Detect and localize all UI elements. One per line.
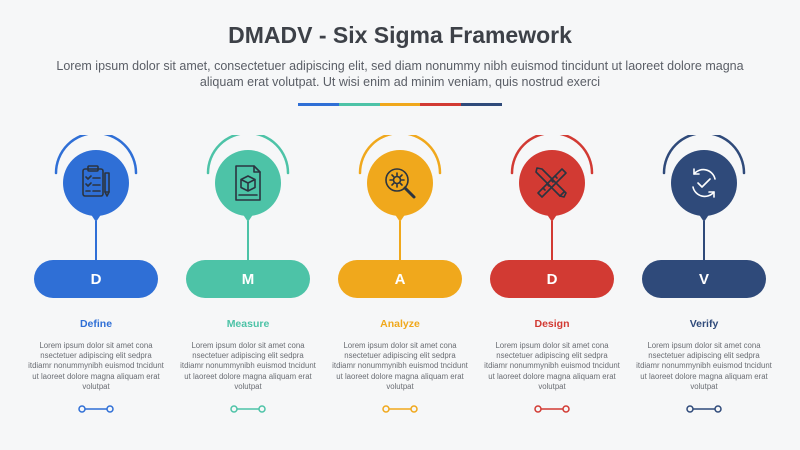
title-bar-segment	[461, 103, 502, 106]
page-title: DMADV - Six Sigma Framework	[228, 22, 572, 48]
step-description: Lorem ipsum dolor sit amet cona nsectetu…	[636, 341, 772, 391]
step-arc	[54, 135, 138, 175]
step-description: Lorem ipsum dolor sit amet cona nsectetu…	[332, 341, 468, 391]
step-pin	[63, 150, 129, 260]
title-bar-segment	[298, 103, 339, 106]
document-cube-icon	[235, 165, 261, 201]
step-analyze: A Analyze Lorem ipsum dolor sit amet con…	[332, 135, 468, 425]
step-measure: M Measure Lorem ipsum dolor sit amet con…	[180, 135, 316, 425]
step-label: Verify	[689, 318, 719, 330]
step-connector-icon	[230, 405, 266, 413]
step-label: Analyze	[380, 318, 420, 330]
step-arc	[662, 135, 746, 175]
step-connector-icon	[78, 405, 114, 413]
step-description: Lorem ipsum dolor sit amet cona nsectetu…	[180, 341, 316, 391]
step-connector-icon	[534, 405, 570, 413]
step-arc	[206, 135, 290, 175]
refresh-check-icon	[692, 168, 716, 198]
title-bar-segment	[379, 103, 421, 106]
step-description: Lorem ipsum dolor sit amet cona nsectetu…	[28, 341, 164, 391]
title-color-bar	[298, 103, 502, 106]
step-label: Design	[534, 318, 570, 330]
step-connector-icon	[382, 405, 418, 413]
step-connector-icon	[686, 405, 722, 413]
step-pin	[671, 150, 737, 260]
step-letter-pill: D	[490, 260, 614, 298]
step-define: D Define Lorem ipsum dolor sit amet cona…	[28, 135, 164, 425]
step-arc	[358, 135, 442, 175]
step-letter-pill: M	[186, 260, 310, 298]
step-pin	[519, 150, 585, 260]
step-description: Lorem ipsum dolor sit amet cona nsectetu…	[484, 341, 620, 391]
page-subtitle: Lorem ipsum dolor sit amet, consectetuer…	[56, 59, 744, 89]
title-bar-segment	[420, 103, 462, 106]
step-label: Define	[79, 318, 113, 330]
step-design: D Design Lorem ipsum dolor sit amet cona…	[484, 135, 620, 425]
pencil-ruler-icon	[535, 167, 567, 198]
step-letter-pill: V	[642, 260, 766, 298]
clipboard-checklist-icon	[82, 165, 110, 197]
step-arc	[510, 135, 594, 175]
step-letter-pill: A	[338, 260, 462, 298]
magnifier-gear-icon	[385, 168, 416, 199]
title-bar-segment	[338, 103, 380, 106]
step-label: Measure	[226, 318, 270, 330]
step-letter-pill: D	[34, 260, 158, 298]
step-verify: V Verify Lorem ipsum dolor sit amet cona…	[636, 135, 772, 425]
